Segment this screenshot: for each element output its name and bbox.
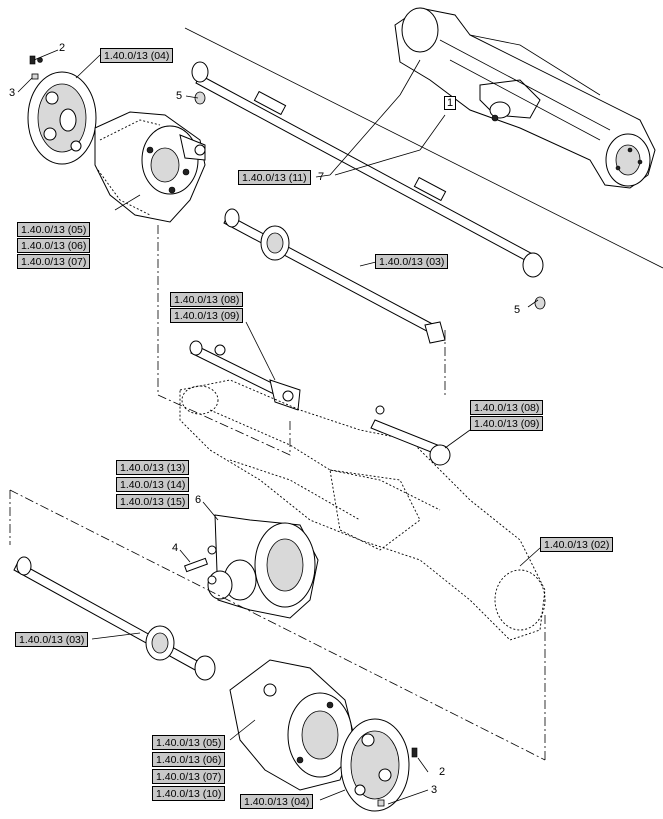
ref-box-hub-lower-10[interactable]: 1.40.0/13 (10) (152, 786, 226, 801)
ref-box-differential-13[interactable]: 1.40.0/13 (13) (116, 460, 190, 475)
ref-box-cylinder-right-09[interactable]: 1.40.0/13 (09) (470, 416, 544, 431)
assembly-centerlines (9, 225, 546, 761)
ref-box-hub-plate-upper[interactable]: 1.40.0/13 (04) (100, 48, 174, 63)
ref-box-differential-15[interactable]: 1.40.0/13 (15) (116, 494, 190, 509)
callout-5-lower: 5 (514, 304, 521, 316)
callout-3-upper: 3 (9, 87, 16, 99)
planetary-carrier-plate-lower (340, 718, 418, 812)
ref-box-hub-upper-07[interactable]: 1.40.0/13 (07) (17, 254, 91, 269)
ref-box-tie-rod[interactable]: 1.40.0/13 (11) (238, 170, 311, 185)
ref-box-shaft-lower[interactable]: 1.40.0/13 (03) (15, 632, 89, 647)
callout-2-upper: 2 (59, 42, 66, 54)
ref-box-hub-upper-06[interactable]: 1.40.0/13 (06) (17, 238, 91, 253)
ref-box-hub-lower-07[interactable]: 1.40.0/13 (07) (152, 769, 226, 784)
ref-box-shaft-upper[interactable]: 1.40.0/13 (03) (375, 254, 449, 269)
drive-shaft-upper (223, 208, 446, 344)
wheel-hub-assembly-lower (229, 659, 356, 791)
ref-box-hub-lower-05[interactable]: 1.40.0/13 (05) (152, 735, 226, 750)
ref-box-cylinder-right-08[interactable]: 1.40.0/13 (08) (470, 400, 544, 415)
differential-assembly (183, 514, 319, 619)
steering-cylinder-upper (189, 340, 301, 411)
ref-box-differential-14[interactable]: 1.40.0/13 (14) (116, 477, 190, 492)
callout-3-lower: 3 (431, 784, 438, 796)
ref-box-cylinder-upper-08[interactable]: 1.40.0/13 (08) (170, 292, 244, 307)
ref-box-hub-upper-05[interactable]: 1.40.0/13 (05) (17, 222, 91, 237)
callout-4-differential-bolt: 4 (172, 542, 179, 554)
steering-tie-rod (191, 61, 546, 310)
callout-1-overview: 1 (444, 96, 456, 110)
callout-7-tie-rod: 7 (318, 171, 325, 183)
steering-cylinder-right (370, 405, 451, 466)
ref-box-hub-plate-lower[interactable]: 1.40.0/13 (04) (240, 794, 314, 809)
axle-overview-illustration (394, 7, 656, 189)
sheet-divider-line (184, 27, 663, 269)
callout-5-upper: 5 (176, 90, 183, 102)
ref-box-hub-lower-06[interactable]: 1.40.0/13 (06) (152, 752, 226, 767)
wheel-hub-assembly-upper (94, 111, 206, 223)
callout-6-differential: 6 (195, 494, 202, 506)
ref-box-cylinder-upper-09[interactable]: 1.40.0/13 (09) (170, 308, 244, 323)
planetary-carrier-plate-upper (27, 55, 97, 165)
ref-box-axle-housing[interactable]: 1.40.0/13 (02) (540, 537, 614, 552)
callout-2-lower: 2 (439, 766, 446, 778)
drive-shaft-lower (13, 556, 216, 681)
leader-lines (17, 49, 541, 805)
